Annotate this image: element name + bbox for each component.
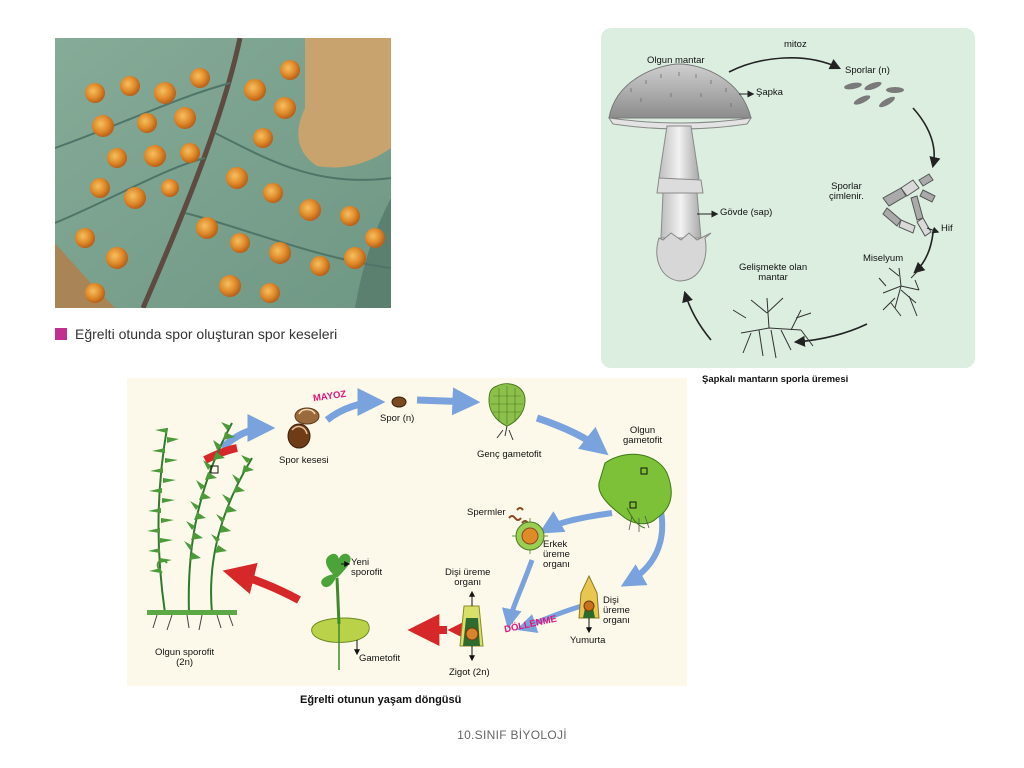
label-olgun-gametofit: Olgun gametofit xyxy=(623,426,662,446)
label-sporlar-n: Sporlar (n) xyxy=(845,65,890,76)
label-disi-ureme-organi-a: Dişi üreme organı xyxy=(603,596,630,626)
label-spermler: Spermler xyxy=(467,507,506,518)
label-erkek-line1: Erkek xyxy=(543,539,568,550)
new-sporophyte-icon xyxy=(311,553,370,670)
spores-icon xyxy=(844,81,904,108)
fern-sori-photo xyxy=(55,38,391,308)
label-olgun-sporofit-line2: (2n) xyxy=(176,656,194,668)
germinating-spores-icon xyxy=(882,173,936,237)
fern-cycle-caption: Eğrelti otunun yaşam döngüsü xyxy=(300,694,462,706)
label-erkek-ureme-organi: Erkek üreme organı xyxy=(543,540,570,570)
label-disi-b-line2: organı xyxy=(454,576,482,588)
label-olgun-sporofit-line1: Olgun sporofit xyxy=(155,647,215,658)
label-spor: Spor (n) xyxy=(380,413,415,424)
label-disi-a-line1: Dişi xyxy=(603,595,619,606)
label-yeni-sporofit: Yeni sporofit xyxy=(351,558,382,578)
mushroom-cycle-diagram xyxy=(607,57,941,359)
label-olgun-gametofit-line1: Olgun xyxy=(629,425,656,436)
label-olgun-sporofit: Olgun sporofit (2n) xyxy=(155,648,214,668)
label-disi-a-line3: organı xyxy=(603,614,630,626)
mushroom-cycle-panel: Olgun mantar mitoz Şapka Sporlar (n) Spo… xyxy=(601,28,975,368)
label-disi-a-line2: üreme xyxy=(603,604,630,616)
label-sporlar-cimlenir: Sporlar çimlenir. xyxy=(829,182,864,202)
label-mitoz: mitoz xyxy=(784,39,807,50)
caption-bullet-square xyxy=(55,328,67,340)
mature-sporophyte-icon xyxy=(147,422,254,631)
label-gelismekte-line1: Gelişmekte olan xyxy=(739,262,808,273)
photo-caption: Eğrelti otunda spor oluşturan spor kesel… xyxy=(55,326,337,342)
label-erkek-line3: organı xyxy=(543,558,570,570)
mature-gametophyte-icon xyxy=(598,453,672,532)
label-disi-ureme-organi-b: Dişi üreme organı xyxy=(445,568,490,588)
label-gametofit: Gametofit xyxy=(359,653,401,664)
spore-icon xyxy=(391,396,407,408)
slide-footer: 10.SINIF BİYOLOJİ xyxy=(457,728,567,742)
label-olgun-gametofit-line2: gametofit xyxy=(623,434,663,446)
young-gametophyte-icon xyxy=(488,383,526,441)
antheridium-icon xyxy=(512,518,548,554)
label-gelismekte-line2: mantar xyxy=(758,271,788,283)
developing-mushroom-icon xyxy=(732,297,814,359)
photo-caption-text: Eğrelti otunda spor oluşturan spor kesel… xyxy=(75,326,338,342)
label-hif: Hif xyxy=(941,223,953,234)
label-govde: Gövde (sap) xyxy=(720,207,773,218)
archegonium-icon xyxy=(578,574,600,634)
label-sapka: Şapka xyxy=(756,87,783,98)
sperm-icon xyxy=(508,507,529,524)
label-erkek-line2: üreme xyxy=(543,548,570,560)
label-sporlar-cimlenir-line2: çimlenir. xyxy=(829,190,864,202)
label-gelismekte-olan-mantar: Gelişmekte olan mantar xyxy=(739,263,807,283)
label-zigot: Zigot (2n) xyxy=(449,667,490,678)
label-miselyum: Miselyum xyxy=(863,253,904,264)
fern-leaf-illustration xyxy=(55,38,391,308)
fern-life-cycle-diagram xyxy=(147,383,672,670)
zygote-icon xyxy=(459,590,484,662)
fern-life-cycle-panel: MAYOZ Spor (n) Spor kesesi Genç gametofi… xyxy=(127,378,687,686)
label-yeni-line1: Yeni xyxy=(351,557,370,568)
spore-case-icon xyxy=(287,407,320,449)
label-yeni-line2: sporofit xyxy=(351,566,383,578)
mushroom-caption: Şapkalı mantarın sporla üremesi xyxy=(702,374,849,385)
label-genc-gametofit: Genç gametofit xyxy=(477,449,542,460)
label-disi-b-line1: Dişi üreme xyxy=(445,567,491,578)
label-sporlar-cimlenir-line1: Sporlar xyxy=(831,181,862,192)
label-olgun-mantar: Olgun mantar xyxy=(647,55,705,66)
label-yumurta: Yumurta xyxy=(570,635,606,646)
mycelium-icon xyxy=(878,267,920,317)
label-spor-kesesi: Spor kesesi xyxy=(279,455,329,466)
